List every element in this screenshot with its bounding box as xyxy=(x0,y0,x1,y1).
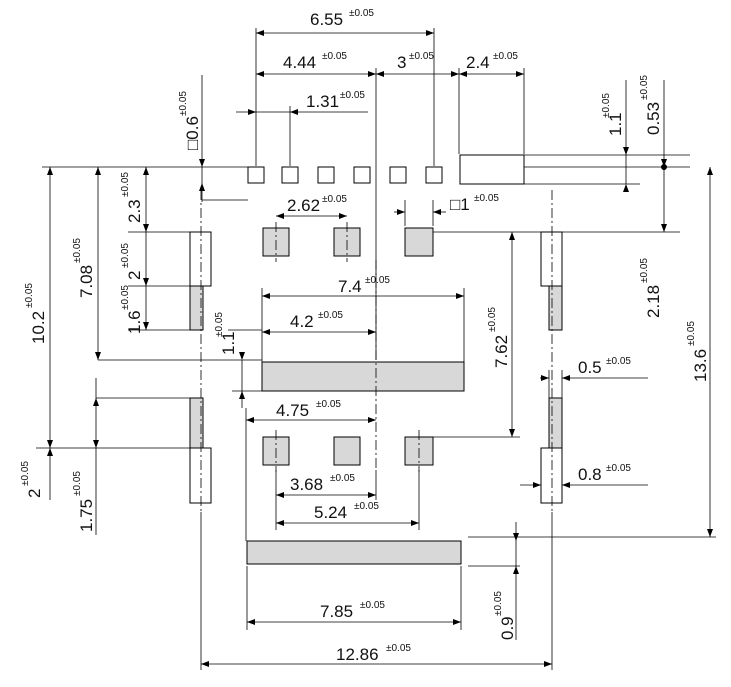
label-1-31: 1.31 xyxy=(306,92,339,111)
tol-1-1-mid: ±0.05 xyxy=(214,312,225,337)
label-1-75: 1.75 xyxy=(77,499,96,532)
top-square-1 xyxy=(247,166,265,184)
label-4-2: 4.2 xyxy=(290,312,314,331)
tol-sq1: ±0.05 xyxy=(474,193,499,204)
tol-4-44: ±0.05 xyxy=(322,51,347,62)
label-3: 3 xyxy=(397,53,406,72)
tol-0-9: ±0.05 xyxy=(493,591,504,616)
label-0-8: 0.8 xyxy=(578,465,602,484)
right-lower-pad xyxy=(548,397,563,449)
label-13-6: 13.6 xyxy=(691,349,710,382)
tol-7-85: ±0.05 xyxy=(360,600,385,611)
label-1-6: 1.6 xyxy=(125,310,144,334)
label-4-44: 4.44 xyxy=(283,53,316,72)
label-1-1-top: 1.1 xyxy=(606,112,625,136)
arrowheads xyxy=(47,30,713,667)
right-upper-hole xyxy=(540,231,563,287)
label-10-2: 10.2 xyxy=(29,311,48,344)
left-lower-hole xyxy=(189,447,212,504)
center-long-pad xyxy=(261,361,465,392)
tol-1-75: ±0.05 xyxy=(72,471,83,496)
tol-7-08: ±0.05 xyxy=(72,238,83,263)
left-upper-pad xyxy=(189,285,204,331)
label-sq1: □1 xyxy=(450,195,470,214)
tol-13-6: ±0.05 xyxy=(686,321,697,346)
tol-6-55: ±0.05 xyxy=(349,8,374,19)
tol-2-left: ±0.05 xyxy=(120,243,131,268)
tol-0-5: ±0.05 xyxy=(606,356,631,367)
label-1-1-mid: 1.1 xyxy=(219,331,238,355)
label-7-4: 7.4 xyxy=(338,277,362,296)
label-0-6: □0.6 xyxy=(183,116,202,150)
top-square-4 xyxy=(353,166,371,184)
label-3-68: 3.68 xyxy=(290,475,323,494)
left-upper-hole xyxy=(189,231,212,287)
label-2-3: 2.3 xyxy=(125,199,144,223)
label-7-08: 7.08 xyxy=(77,265,96,298)
tol-2-4: ±0.05 xyxy=(493,51,518,62)
tol-2-62: ±0.05 xyxy=(322,194,347,205)
tol-2-3: ±0.05 xyxy=(120,172,131,197)
tol-2-18: ±0.05 xyxy=(639,258,650,283)
top-right-rect xyxy=(459,154,525,185)
tol-12-86: ±0.05 xyxy=(386,643,411,654)
tol-7-4: ±0.05 xyxy=(365,275,390,286)
tol-3-68: ±0.05 xyxy=(330,473,355,484)
tol-7-62: ±0.05 xyxy=(487,307,498,332)
label-2-62: 2.62 xyxy=(287,196,320,215)
tol-3: ±0.05 xyxy=(409,51,434,62)
dimension-lines xyxy=(36,28,716,670)
footprint-geometry xyxy=(189,154,667,565)
lower-pad-2 xyxy=(333,436,361,466)
upper-pad-3 xyxy=(404,227,434,257)
label-2-18: 2.18 xyxy=(644,285,663,318)
tol-0-6: ±0.05 xyxy=(178,91,189,116)
label-7-62: 7.62 xyxy=(492,335,511,368)
label-0-53: 0.53 xyxy=(644,102,663,135)
tol-5-24: ±0.05 xyxy=(354,501,379,512)
tol-2-bottom: ±0.05 xyxy=(20,461,31,486)
label-0-9: 0.9 xyxy=(498,616,517,640)
tol-4-2: ±0.05 xyxy=(318,310,343,321)
label-2-bottom: 2 xyxy=(25,489,44,498)
right-lower-hole xyxy=(540,447,563,504)
tol-10-2: ±0.05 xyxy=(24,283,35,308)
label-2-4: 2.4 xyxy=(466,53,490,72)
label-7-85: 7.85 xyxy=(320,602,353,621)
label-4-75: 4.75 xyxy=(276,401,309,420)
top-square-2 xyxy=(281,166,299,184)
top-square-3 xyxy=(317,166,335,184)
tol-0-8: ±0.05 xyxy=(606,463,631,474)
label-0-5: 0.5 xyxy=(578,358,602,377)
right-upper-pad xyxy=(548,285,563,331)
tol-1-6: ±0.05 xyxy=(120,285,131,310)
left-lower-pad xyxy=(189,397,204,449)
tol-0-53: ±0.05 xyxy=(639,75,650,100)
label-6-55: 6.55 xyxy=(310,10,343,29)
top-square-6 xyxy=(425,166,443,184)
tol-1-31: ±0.05 xyxy=(340,90,365,101)
label-5-24: 5.24 xyxy=(314,503,347,522)
label-12-86: 12.86 xyxy=(336,645,379,664)
top-square-5 xyxy=(389,166,407,184)
tol-1-1-top: ±0.05 xyxy=(601,93,612,118)
label-2-left: 2 xyxy=(125,271,144,280)
tol-4-75: ±0.05 xyxy=(316,399,341,410)
bottom-long-pad xyxy=(246,540,462,565)
dimension-labels: 6.55 ±0.05 4.44 ±0.05 3 ±0.05 2.4 ±0.05 … xyxy=(20,8,710,664)
